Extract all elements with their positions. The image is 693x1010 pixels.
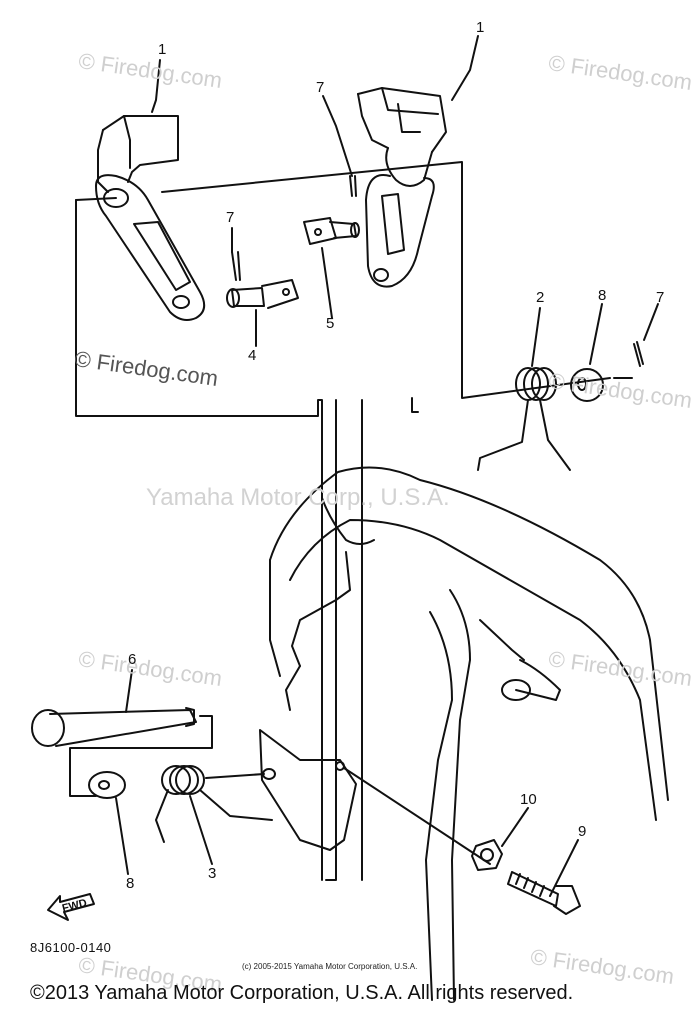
callout-1-left: 1 <box>158 41 167 58</box>
frame-body <box>259 466 669 1001</box>
spring-3 <box>155 765 273 843</box>
callout-6: 6 <box>128 651 137 668</box>
callout-8-bottom: 8 <box>126 875 135 892</box>
left-footrest-bracket <box>95 115 206 321</box>
watermark-yamaha: Yamaha Motor Corp., U.S.A. <box>146 484 450 511</box>
clevis-pin-5 <box>303 217 360 245</box>
cotter-pin-left <box>231 251 241 281</box>
callout-9: 9 <box>578 823 587 840</box>
callout-3: 3 <box>208 865 217 882</box>
clevis-pin-4 <box>226 279 299 309</box>
cotter-pin-right <box>633 341 644 367</box>
washer-8-bottom <box>88 771 126 799</box>
callout-2: 2 <box>536 289 545 306</box>
callout-7-left: 7 <box>226 209 235 226</box>
callout-7-right: 7 <box>656 289 665 306</box>
footer-copyright: ©2013 Yamaha Motor Corporation, U.S.A. A… <box>30 982 574 1004</box>
callout-7-top: 7 <box>316 79 325 96</box>
bolt-9 <box>507 871 581 915</box>
callout-1-right: 1 <box>476 19 485 36</box>
cotter-pin-top <box>349 175 357 197</box>
small-copyright: (c) 2005-2015 Yamaha Motor Corporation, … <box>242 962 418 971</box>
washer-8-top <box>570 368 604 402</box>
callout-8-top: 8 <box>598 287 607 304</box>
spring-2 <box>477 367 571 471</box>
nut-10 <box>471 839 503 871</box>
fwd-arrow-icon <box>47 893 95 921</box>
diagram-code: 8J6100-0140 <box>30 940 112 955</box>
callout-5: 5 <box>326 315 335 332</box>
callout-10: 10 <box>520 791 537 808</box>
callout-4: 4 <box>248 347 257 364</box>
right-footrest-bracket <box>357 87 447 288</box>
pivot-pin-6 <box>31 707 197 747</box>
